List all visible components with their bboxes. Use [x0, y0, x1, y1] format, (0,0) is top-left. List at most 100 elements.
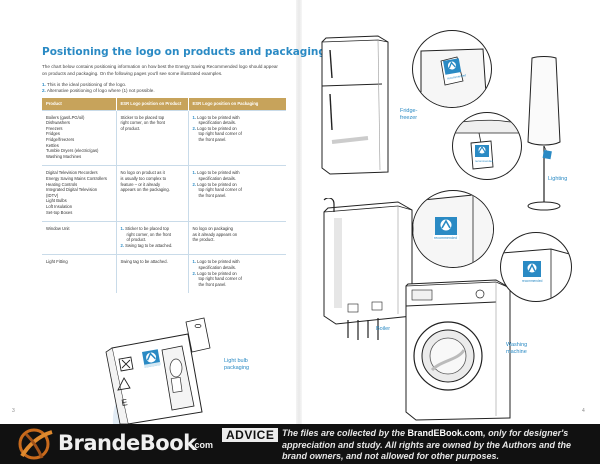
- cell-line: right corner, on the front: [126, 231, 171, 237]
- boiler-logo-zoom: recommended: [412, 190, 494, 268]
- cell-line: 1. Sticker to be placed top: [120, 226, 169, 232]
- brandebook-footer-banner: BrandeBook .com ADVICE The files are col…: [0, 424, 600, 464]
- cell-line: the front panel.: [198, 281, 227, 287]
- cell-line: the front panel.: [198, 136, 227, 142]
- cell-line: Fridges: [46, 131, 60, 137]
- light-bulb-caption: Light bulb packaging: [224, 358, 250, 371]
- cell-line: Energy Saving Mains Controllers: [46, 175, 107, 181]
- advice-badge: ADVICE: [222, 428, 279, 442]
- header-product: Product: [42, 98, 117, 111]
- lighting-label: Lighting: [548, 176, 568, 182]
- cell-line: as it already appears on: [192, 231, 238, 237]
- list-number: 2.: [120, 242, 125, 248]
- cell-line: 1. Logo to be printed with: [192, 259, 240, 265]
- fridge-freezer-illustration: [321, 35, 389, 175]
- on-product-cell: Swing tag to be attached.: [116, 254, 189, 294]
- page-number-left: 3: [12, 408, 15, 414]
- cell-line: 2. Logo to be printed on: [192, 181, 237, 187]
- logo-position-table: Product ESR Logo position on Product ESR…: [42, 98, 286, 294]
- positioning-notes: 1. This is the ideal positioning of the …: [42, 82, 282, 95]
- boiler-illustration: [323, 198, 413, 340]
- cell-line: Light Fitting: [46, 259, 68, 265]
- cell-line: Light Bulbs: [46, 198, 67, 204]
- svg-text:recommended: recommended: [434, 236, 457, 240]
- fridge-logo-zoom: recommended: [412, 30, 492, 108]
- cell-line: specification details.: [198, 120, 236, 126]
- cell-line: feature – or it already: [120, 181, 161, 187]
- cell-line: top right hand corner of: [198, 131, 242, 137]
- product-cell: Light Fitting: [42, 254, 117, 294]
- cell-line: Set-top Boxes: [46, 209, 73, 215]
- cell-line: of product.: [126, 237, 147, 243]
- table-header-row: Product ESR Logo position on Product ESR…: [42, 98, 286, 111]
- cell-line: the front panel.: [198, 192, 227, 198]
- cell-line: is usually too complex to: [120, 175, 167, 181]
- washing-machine-label: Washing machine: [506, 342, 528, 355]
- floor-lamp-illustration: [527, 56, 561, 211]
- header-on-product: ESR Logo position on Product: [116, 98, 189, 111]
- copyright-disclaimer: The files are collected by the BrandEBoo…: [282, 428, 572, 461]
- cell-line: Window Unit: [46, 226, 70, 232]
- cell-line: Swing tag to be attached.: [120, 259, 168, 265]
- brandebook-wordmark: BrandeBook: [58, 431, 197, 455]
- note-2: 2. Alternative positioning of logo where…: [42, 88, 155, 94]
- intro-paragraph: The chart below contains positioning inf…: [42, 64, 278, 76]
- cell-line: Heating Controls: [46, 181, 78, 187]
- cell-line: Kettles: [46, 142, 59, 148]
- page-heading: Positioning the logo on products and pac…: [42, 46, 326, 58]
- washing-machine-illustration: [405, 279, 511, 421]
- fridge-freezer-label: Fridge- freezer: [400, 108, 418, 121]
- cell-line: Digital Television Recorders: [46, 170, 98, 176]
- brandebook-suffix: .com: [192, 440, 214, 450]
- list-number: 1.: [192, 259, 197, 265]
- list-number: 2.: [192, 270, 197, 276]
- list-number: 2.: [192, 181, 197, 187]
- svg-text:recommended: recommended: [475, 159, 493, 163]
- page-gutter: [296, 0, 302, 424]
- product-cell: Window Unit: [42, 221, 117, 255]
- svg-text:recommended: recommended: [522, 279, 543, 283]
- cell-line: Tumble Dryers (electric/gas): [46, 148, 99, 154]
- cell-line: appears on the packaging.: [120, 187, 170, 193]
- cell-line: specification details.: [198, 265, 236, 271]
- svg-text:recommended: recommended: [447, 73, 467, 80]
- cell-line: Fridge/freezers: [46, 136, 75, 142]
- cell-line: (IDTV): [46, 192, 59, 198]
- list-number: 2.: [192, 125, 197, 131]
- washing-machine-logo-zoom: recommended: [500, 232, 572, 302]
- cell-line: the product.: [192, 237, 215, 243]
- cell-line: 2. Swing tag to be attached.: [120, 242, 173, 248]
- cell-line: 2. Logo to be printed on: [192, 270, 237, 276]
- cell-line: Sticker to be placed top: [120, 114, 165, 120]
- cell-line: Loft Insulation: [46, 203, 73, 209]
- header-on-packaging: ESR Logo position on Packaging: [188, 98, 286, 111]
- cell-line: No logo on packaging: [192, 226, 234, 232]
- svg-text:E: E: [121, 397, 129, 408]
- cell-line: Freezers: [46, 125, 63, 131]
- cell-line: No logo on product as it: [120, 170, 165, 176]
- brandebook-logo-icon: [18, 428, 53, 460]
- list-number: 1.: [120, 226, 125, 232]
- cell-line: 1. Logo to be printed with: [192, 170, 240, 176]
- boiler-label: Boiler: [376, 326, 391, 332]
- cell-line: of product.: [120, 125, 141, 131]
- cell-line: right corner, on the front: [120, 120, 165, 126]
- light-bulb-packaging-illustration: E: [105, 317, 211, 424]
- cell-line: Washing Machines: [46, 153, 82, 159]
- cell-line: top right hand corner of: [198, 276, 242, 282]
- cell-line: Integrated Digital Television: [46, 187, 98, 193]
- list-number: 1.: [192, 114, 197, 120]
- note-1: 1. This is the ideal positioning of the …: [42, 82, 127, 87]
